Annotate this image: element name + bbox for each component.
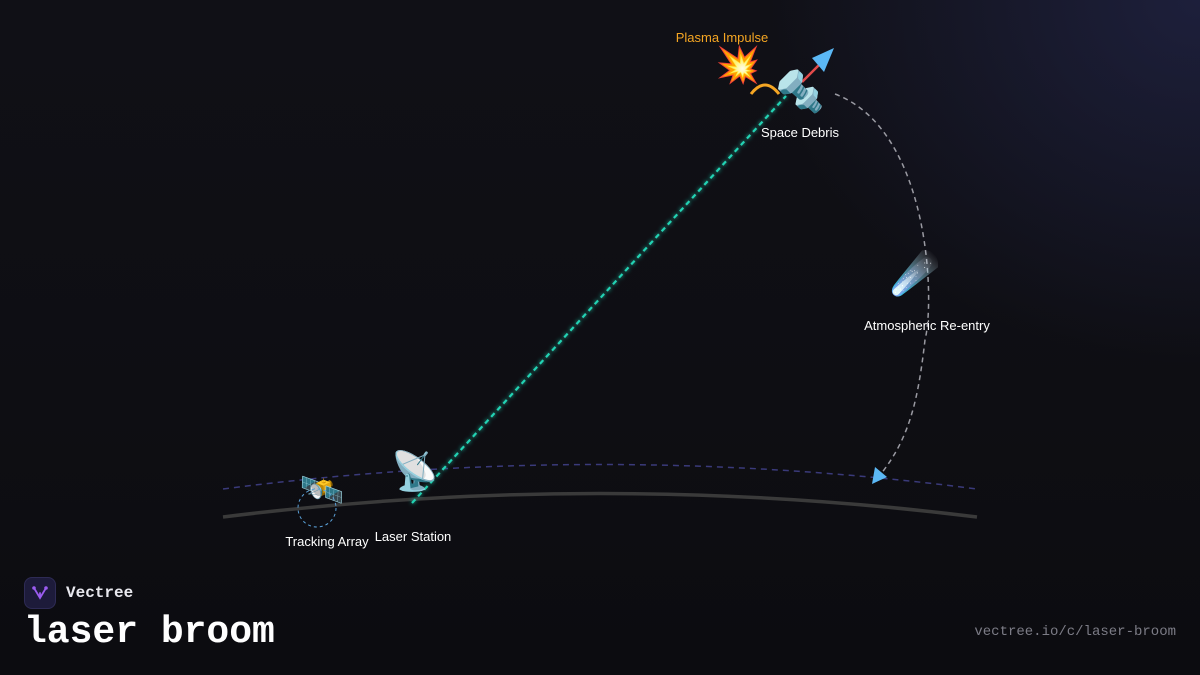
laser-station-label: Laser Station (375, 529, 452, 544)
plasma-impulse-label: Plasma Impulse (676, 30, 768, 45)
brand-name: Vectree (66, 584, 134, 602)
atmosphere-boundary (222, 463, 978, 490)
thrust-arrowhead (812, 48, 834, 72)
brand-logo-mark (33, 587, 47, 600)
brand-logo-dot-left (32, 586, 36, 590)
brand-logo-icon (24, 577, 56, 609)
comet-icon: ☄️ (890, 248, 940, 299)
space-debris-label: Space Debris (761, 125, 840, 140)
debris-icon: 🔩 (775, 68, 825, 115)
laser-beam (411, 95, 787, 504)
brand-logo-dot-right (44, 586, 48, 590)
tracking-ring (297, 488, 337, 528)
source-url[interactable]: vectree.io/c/laser-broom (974, 624, 1176, 640)
atmospheric-reentry-label: Atmospheric Re-entry (864, 318, 990, 333)
dish-icon: 📡 (391, 447, 438, 493)
explosion-icon: 💥 (716, 44, 761, 86)
brand: Vectree (24, 577, 133, 609)
satellite-icon: 🛰️ (300, 470, 345, 511)
earth-surface (222, 491, 978, 519)
page-title: laser broom (24, 611, 275, 654)
tracking-array-label: Tracking Array (285, 534, 369, 549)
plasma-arc (749, 83, 781, 95)
reentry-arrowhead (872, 467, 887, 484)
